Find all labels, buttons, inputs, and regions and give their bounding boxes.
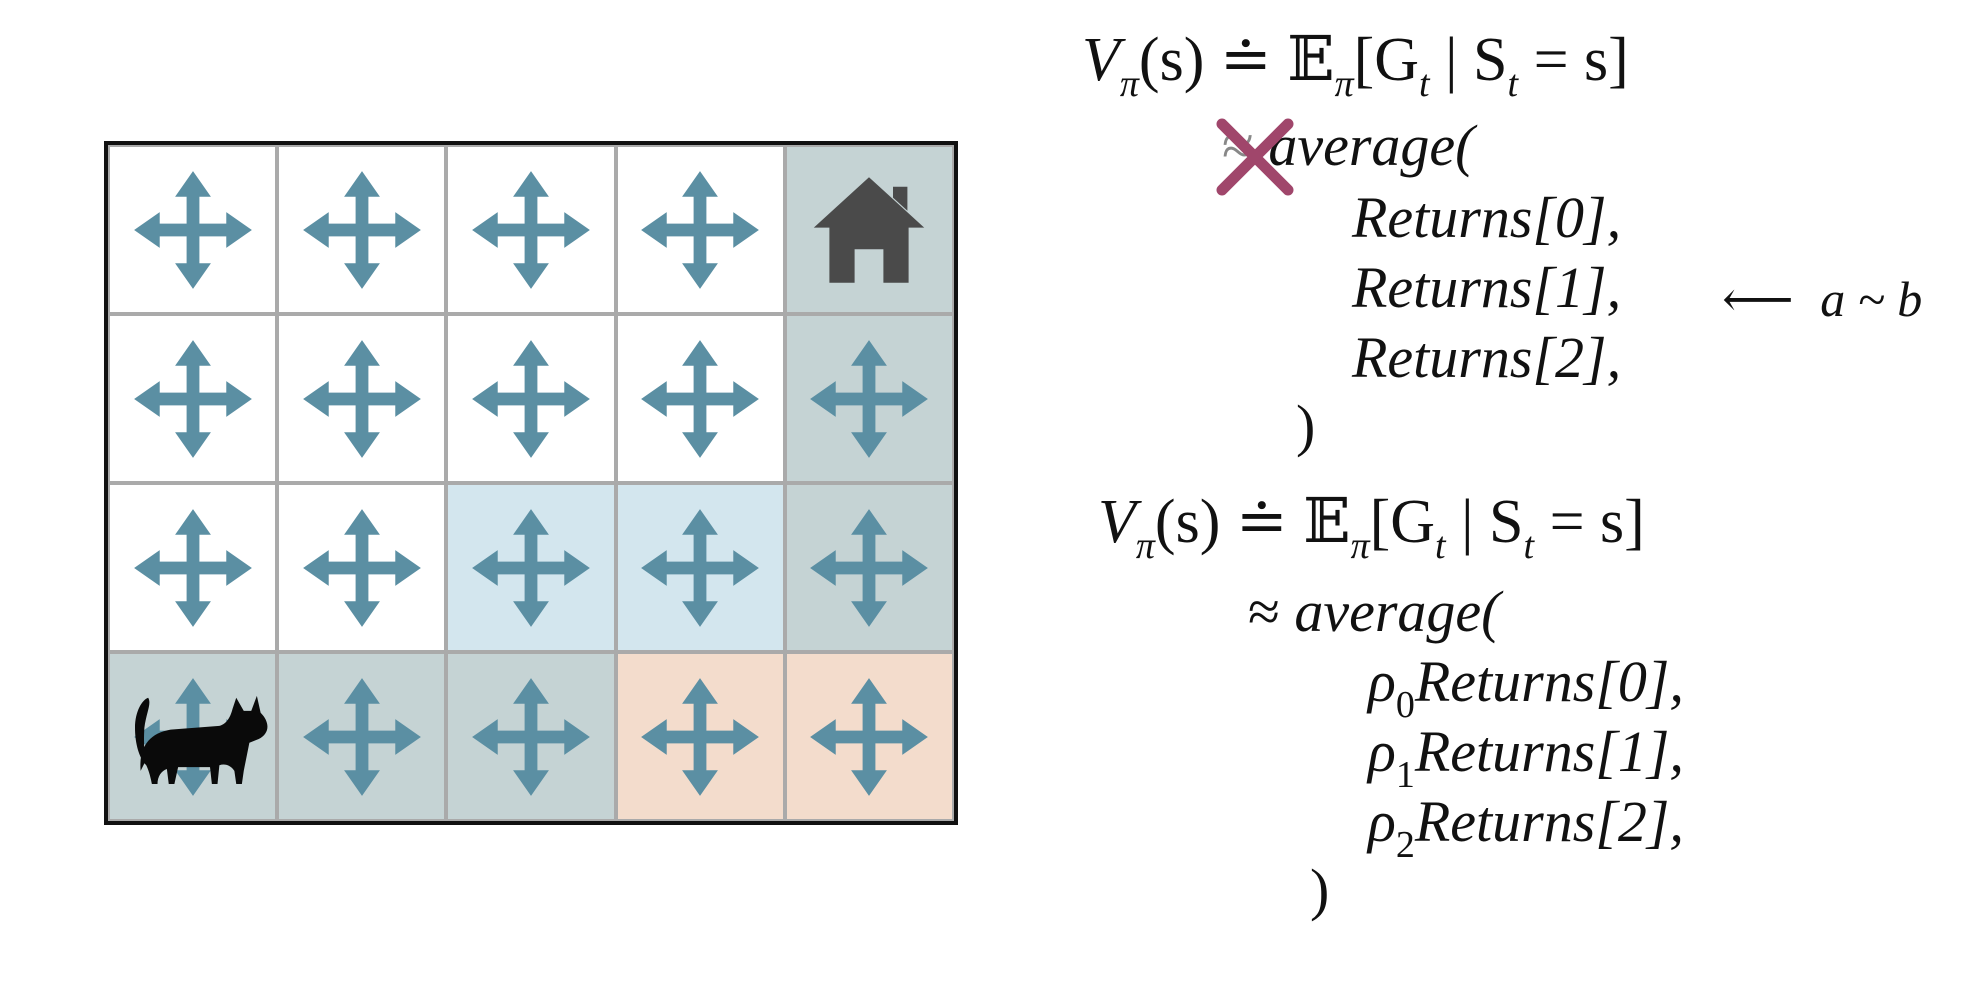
grid-cell-0-4: [784, 145, 954, 314]
four-way-arrow-icon: [472, 339, 590, 458]
rho-symbol: ρ: [1368, 719, 1396, 784]
four-way-arrow-icon: [472, 677, 590, 796]
four-way-arrow-icon: [302, 508, 421, 627]
four-way-arrow-icon: [472, 508, 590, 627]
four-way-arrow-icon: [302, 170, 421, 289]
state-symbol: | S: [1445, 488, 1524, 556]
state-symbol: | S: [1429, 26, 1508, 94]
grid-cell-0-0: [108, 145, 278, 314]
policy-subscript: π: [1119, 63, 1139, 105]
grid-cell-1-0: [108, 314, 278, 483]
approx-symbol: ≈: [1248, 579, 1280, 644]
value-symbol: V: [1082, 26, 1120, 94]
weighted-return-2: ρ2Returns[2],: [1368, 788, 1684, 866]
four-way-arrow-icon: [641, 508, 760, 627]
cross-icon: [1216, 118, 1294, 196]
grid-cell-1-3: [615, 314, 785, 483]
grid-cell-2-0: [108, 483, 278, 652]
four-way-arrow-icon: [810, 677, 929, 796]
four-way-arrow-icon: [472, 170, 590, 289]
policy-subscript: π: [1135, 525, 1155, 567]
house-icon: [814, 176, 925, 283]
expectation-text: (s) ≐ 𝔼: [1138, 26, 1335, 94]
grid-cell-3-4: [784, 652, 954, 821]
time-subscript: t: [1523, 525, 1535, 567]
average-label: average(: [1294, 579, 1501, 644]
grid-cell-2-2: [446, 483, 616, 652]
average-line-2: ≈ average(: [1248, 578, 1500, 645]
returns-2: Returns[2],: [1352, 325, 1622, 390]
close-paren-2: ): [1310, 857, 1330, 922]
time-subscript: t: [1435, 525, 1446, 567]
return-symbol: [G: [1369, 488, 1436, 556]
four-way-arrow-icon: [641, 170, 760, 289]
rho-symbol: ρ: [1368, 789, 1396, 854]
grid-cell-3-1: [277, 652, 447, 821]
four-way-arrow-icon: [133, 170, 252, 289]
four-way-arrow-icon: [641, 677, 760, 796]
close-paren-1: ): [1296, 393, 1316, 458]
grid-cell-3-0: [108, 652, 278, 821]
weighted-return-1: ρ1Returns[1],: [1368, 718, 1684, 796]
time-subscript: t: [1507, 63, 1519, 105]
equation-end: = s]: [1534, 488, 1645, 556]
expectation-text: (s) ≐ 𝔼: [1154, 488, 1351, 556]
grid-cell-2-4: [784, 483, 954, 652]
gridworld: [104, 141, 958, 825]
rho-symbol: ρ: [1368, 649, 1396, 714]
rho-subscript: 0: [1395, 684, 1415, 726]
return-symbol: [G: [1353, 26, 1420, 94]
grid-cell-3-3: [615, 652, 785, 821]
left-arrow-icon: ⟵: [1722, 271, 1794, 327]
grid-cell-1-1: [277, 314, 447, 483]
rho-subscript: 1: [1395, 754, 1415, 796]
approx-symbol-crossed: ≈: [1216, 112, 1294, 196]
grid-cell-1-2: [446, 314, 616, 483]
expectation-subscript: π: [1350, 525, 1370, 567]
average-line-1: ≈ average(: [1216, 112, 1475, 196]
grid-cell-0-3: [615, 145, 785, 314]
cat-icon: [135, 695, 268, 784]
rho-subscript: 2: [1395, 824, 1415, 866]
grid-cell-2-3: [615, 483, 785, 652]
expectation-subscript: π: [1334, 63, 1354, 105]
four-way-arrow-icon: [133, 339, 252, 458]
four-way-arrow-icon: [810, 508, 929, 627]
four-way-arrow-icon: [302, 339, 421, 458]
returns-1: Returns[1],: [1352, 255, 1622, 320]
time-subscript: t: [1419, 63, 1430, 105]
behavior-text: a ~ b: [1820, 271, 1923, 327]
grid-cell-3-2: [446, 652, 616, 821]
value-definition-2: Vπ(s) ≐ 𝔼π[Gt | St = s]: [1098, 484, 1645, 567]
returns-term: Returns[0],: [1414, 649, 1684, 714]
four-way-arrow-icon: [641, 339, 760, 458]
equation-end: = s]: [1518, 26, 1629, 94]
grid-cell-0-1: [277, 145, 447, 314]
four-way-arrow-icon: [302, 677, 421, 796]
grid-cell-2-1: [277, 483, 447, 652]
four-way-arrow-icon: [810, 339, 929, 458]
grid-cell-1-4: [784, 314, 954, 483]
grid-cell-0-2: [446, 145, 616, 314]
returns-0: Returns[0],: [1352, 185, 1622, 250]
value-definition-1: Vπ(s) ≐ 𝔼π[Gt | St = s]: [1082, 22, 1629, 105]
average-label: average(: [1268, 113, 1475, 178]
four-way-arrow-icon: [133, 508, 252, 627]
behavior-annotation: ⟵ a ~ b: [1722, 270, 1922, 328]
returns-term: Returns[2],: [1414, 789, 1684, 854]
returns-term: Returns[1],: [1414, 719, 1684, 784]
weighted-return-0: ρ0Returns[0],: [1368, 648, 1684, 726]
value-symbol: V: [1098, 488, 1136, 556]
